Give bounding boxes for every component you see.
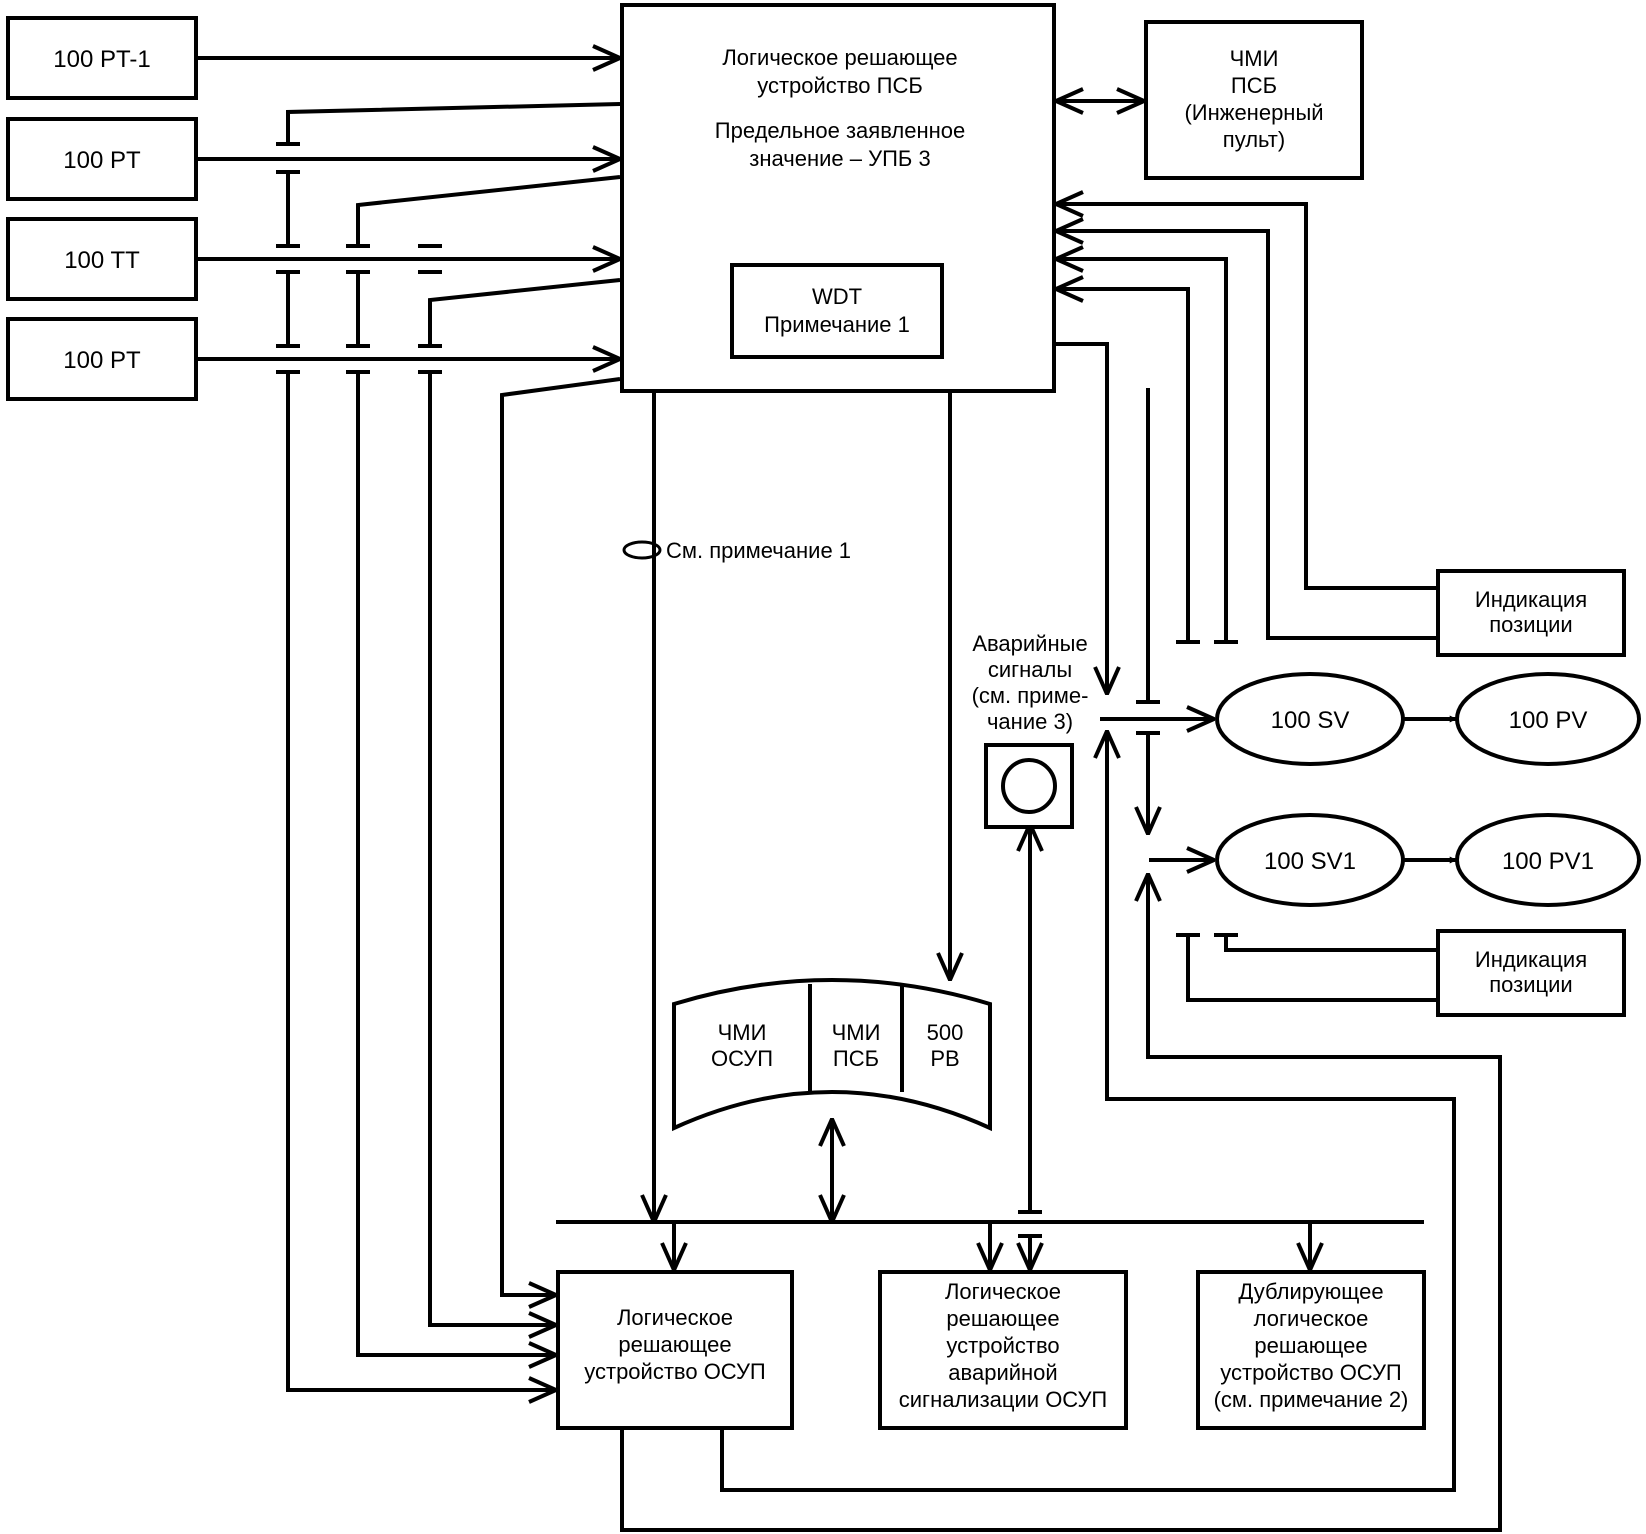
osup-logic-solver: Логическое решающее устройство ОСУП xyxy=(556,1270,794,1430)
sensor-tt-label: 100 TT xyxy=(64,247,140,274)
valve-sv1: 100 SV1 xyxy=(1215,813,1405,907)
lamp-icon xyxy=(1001,758,1057,814)
valve-sv1-label: 100 SV1 xyxy=(1264,848,1356,875)
osup-logic-line3: устройство ОСУП xyxy=(584,1359,766,1384)
line-posind-psb-4 xyxy=(1056,289,1190,641)
psb-logic-solver: Логическое решающее устройство ПСБ Преде… xyxy=(620,3,1056,393)
posind-top-line1: Индикация xyxy=(1475,587,1587,612)
osup-logic-line2: решающее xyxy=(618,1332,731,1357)
hmi-psb-engineering: ЧМИ ПСБ (Инженерный пульт) xyxy=(1144,20,1364,180)
bus1-top xyxy=(286,102,621,142)
note-see-1-text: См. примечание 1 xyxy=(666,538,851,563)
backup-logic-line3: решающее xyxy=(1254,1333,1367,1358)
psb-logic-line3: Предельное заявленное xyxy=(715,118,965,143)
line-posind-psb-1 xyxy=(1056,204,1436,590)
wdt-line1: WDT xyxy=(812,284,862,309)
valve-sv-label: 100 SV xyxy=(1271,707,1350,734)
alarm-label-line2: сигналы xyxy=(988,657,1072,682)
alarm-label-line1: Аварийные xyxy=(972,631,1087,656)
alarm-logic-line1: Логическое xyxy=(945,1279,1061,1304)
console-hmi-psb-1: ЧМИ xyxy=(832,1020,881,1045)
console-pb-2: PB xyxy=(930,1046,959,1071)
posind-bottom-line2: позиции xyxy=(1489,972,1572,997)
bus1-to-osup xyxy=(286,372,556,1390)
hmi-eng-line3: (Инженерный xyxy=(1184,100,1323,125)
console-hmi-psb-2: ПСБ xyxy=(833,1046,879,1071)
backup-logic-line1: Дублирующее xyxy=(1238,1279,1383,1304)
alarm-logic-line3: устройство xyxy=(946,1333,1059,1358)
bus3-top xyxy=(428,278,621,344)
sensor-pt-b: 100 PT xyxy=(6,317,198,401)
line-osup-to-sv1 xyxy=(620,874,1502,1532)
bus2-top xyxy=(356,175,621,244)
alarm-label-line4: чание 3) xyxy=(987,709,1073,734)
hmi-eng-line2: ПСБ xyxy=(1231,73,1277,98)
line-posind-psb-2 xyxy=(1056,231,1436,640)
hmi-eng-line4: пульт) xyxy=(1223,127,1285,152)
sensor-pt-b-label: 100 PT xyxy=(63,347,141,374)
psb-logic-line2: устройство ПСБ xyxy=(757,73,923,98)
backup-logic-line2: логическое xyxy=(1254,1306,1369,1331)
valve-pv-label: 100 PV xyxy=(1509,707,1588,734)
console-hmi-osup-1: ЧМИ xyxy=(718,1020,767,1045)
console-outline xyxy=(672,978,992,1132)
psb-logic-line4: значение – УПБ 3 xyxy=(749,146,930,171)
alarm-lamp xyxy=(984,743,1074,829)
connections xyxy=(196,58,1502,1532)
backup-logic-line5: (см. примечание 2) xyxy=(1214,1387,1409,1412)
position-indication-bottom: Индикация позиции xyxy=(1436,929,1626,1017)
alarm-logic-solver: Логическое решающее устройство аварийной… xyxy=(878,1270,1128,1430)
posind-top-line2: позиции xyxy=(1489,612,1572,637)
psb-logic-line1: Логическое решающее xyxy=(722,45,957,70)
valve-pv: 100 PV xyxy=(1455,672,1641,766)
sensor-tt: 100 TT xyxy=(6,217,198,301)
alarm-label-line3: (см. приме- xyxy=(972,683,1089,708)
posind-bottom-line1: Индикация xyxy=(1475,947,1587,972)
position-indication-top: Индикация позиции xyxy=(1436,569,1626,657)
cable-mark-icon xyxy=(622,540,662,560)
valve-pv1: 100 PV1 xyxy=(1455,813,1641,907)
sensor-pt-a: 100 PT xyxy=(6,117,198,201)
operator-console: ЧМИ ОСУП ЧМИ ПСБ 500 PB xyxy=(672,978,992,1132)
sensor-pt-a-label: 100 PT xyxy=(63,147,141,174)
bus3-to-osup xyxy=(428,372,556,1325)
console-hmi-osup-2: ОСУП xyxy=(711,1046,773,1071)
wdt-box xyxy=(730,263,944,359)
alarm-logic-line4: аварийной xyxy=(948,1360,1057,1385)
line-posind-psb-3 xyxy=(1056,259,1228,641)
osup-logic-line1: Логическое xyxy=(617,1305,733,1330)
hmi-eng-line1: ЧМИ xyxy=(1230,46,1279,71)
line-posind-bottom-2 xyxy=(1186,935,1436,1002)
valve-pv1-label: 100 PV1 xyxy=(1502,848,1594,875)
backup-osup-logic-solver: Дублирующее логическое решающее устройст… xyxy=(1196,1270,1426,1430)
line-posind-bottom-1 xyxy=(1224,935,1436,952)
sensor-pt1: 100 PT-1 xyxy=(6,16,198,100)
wdt-line2: Примечание 1 xyxy=(764,312,910,337)
backup-logic-line4: устройство ОСУП xyxy=(1220,1360,1402,1385)
alarm-logic-line5: сигнализации ОСУП xyxy=(899,1387,1108,1412)
bus4-to-osup xyxy=(500,377,621,1295)
line-psb-to-sv-trip xyxy=(1056,342,1107,694)
valve-sv: 100 SV xyxy=(1215,672,1405,766)
line-osup-to-sv xyxy=(720,731,1456,1492)
alarm-signals-label: Аварийные сигналы (см. приме- чание 3) xyxy=(972,631,1089,734)
alarm-logic-line2: решающее xyxy=(946,1306,1059,1331)
note-see-1: См. примечание 1 xyxy=(622,538,851,563)
console-pb-1: 500 xyxy=(927,1020,964,1045)
bus2-to-osup xyxy=(356,372,556,1355)
sensor-pt1-label: 100 PT-1 xyxy=(53,46,150,73)
